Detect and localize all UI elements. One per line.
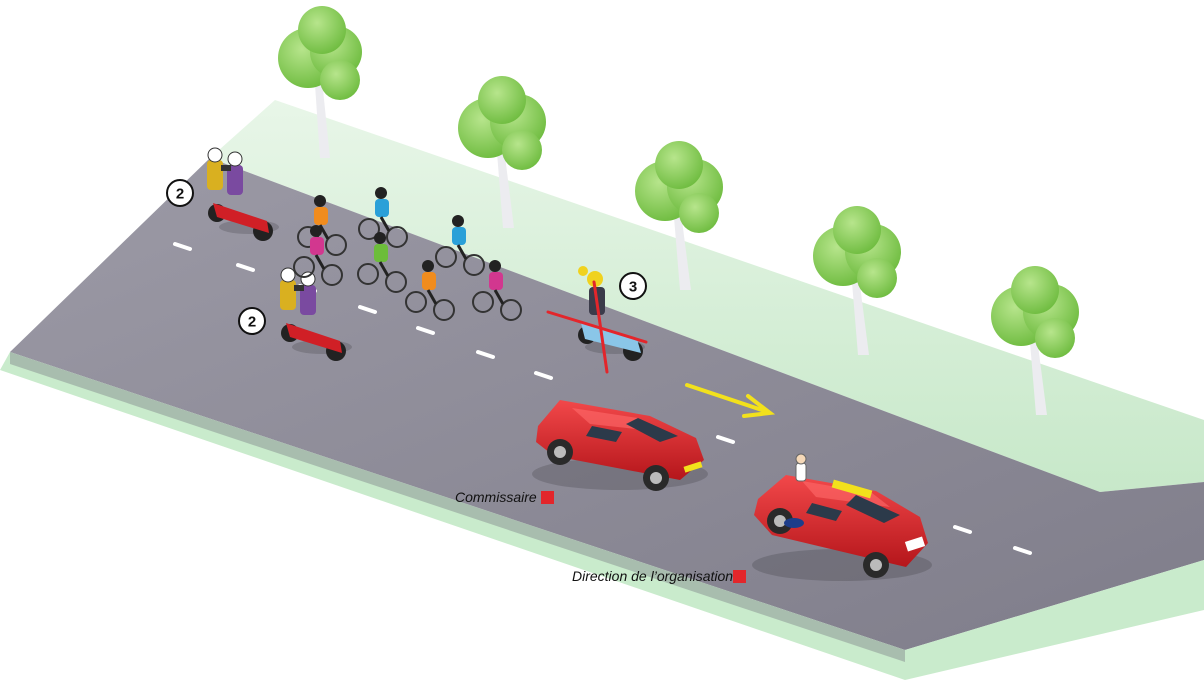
marker-number: 3 [629,279,637,296]
peloton [293,187,522,321]
direction-arrow-icon [685,383,776,418]
tree-icon [635,141,723,290]
lane-dash [236,263,255,272]
legend-square-icon [733,570,747,583]
marker-badge: 3 [619,272,647,300]
cross-out-mark [546,280,648,374]
lane-dash [173,242,192,251]
direction-label: Direction de l’organisation [572,568,747,584]
cyclist-icon [358,187,408,248]
marker-number: 2 [248,314,256,331]
lane-dash [534,371,553,380]
cyclist-icon [293,225,343,286]
lane-dash [953,525,972,534]
photographer-motorbike-icon [280,267,352,361]
tree-icon [813,206,901,355]
lane-dash [476,350,495,359]
commissaire-car-icon [532,400,708,491]
marker-badge: 2 [166,179,194,207]
lane-dash [1013,546,1032,555]
tree-icon [278,6,362,158]
marker-badge: 2 [238,307,266,335]
commissaire-label: Commissaire [455,489,554,505]
cyclist-icon [405,260,455,321]
tree-icon [458,76,546,228]
lane-dash [716,435,735,444]
tree-icon [991,266,1079,415]
lane-dash [358,305,377,314]
lane-dash [416,326,435,335]
marker-number: 2 [176,186,184,203]
organisation-car-icon [752,453,932,581]
road-edge [10,352,905,662]
top-verge [210,100,1204,492]
legend-square-icon [540,491,554,504]
commissaire-label-text: Commissaire [455,489,537,505]
cyclist-icon [435,215,485,276]
photographer-motorbike-icon [207,147,279,241]
trees [278,6,1079,415]
cyclist-icon [472,260,522,321]
cyclist-icon [357,232,407,293]
direction-label-text: Direction de l’organisation [572,568,734,584]
